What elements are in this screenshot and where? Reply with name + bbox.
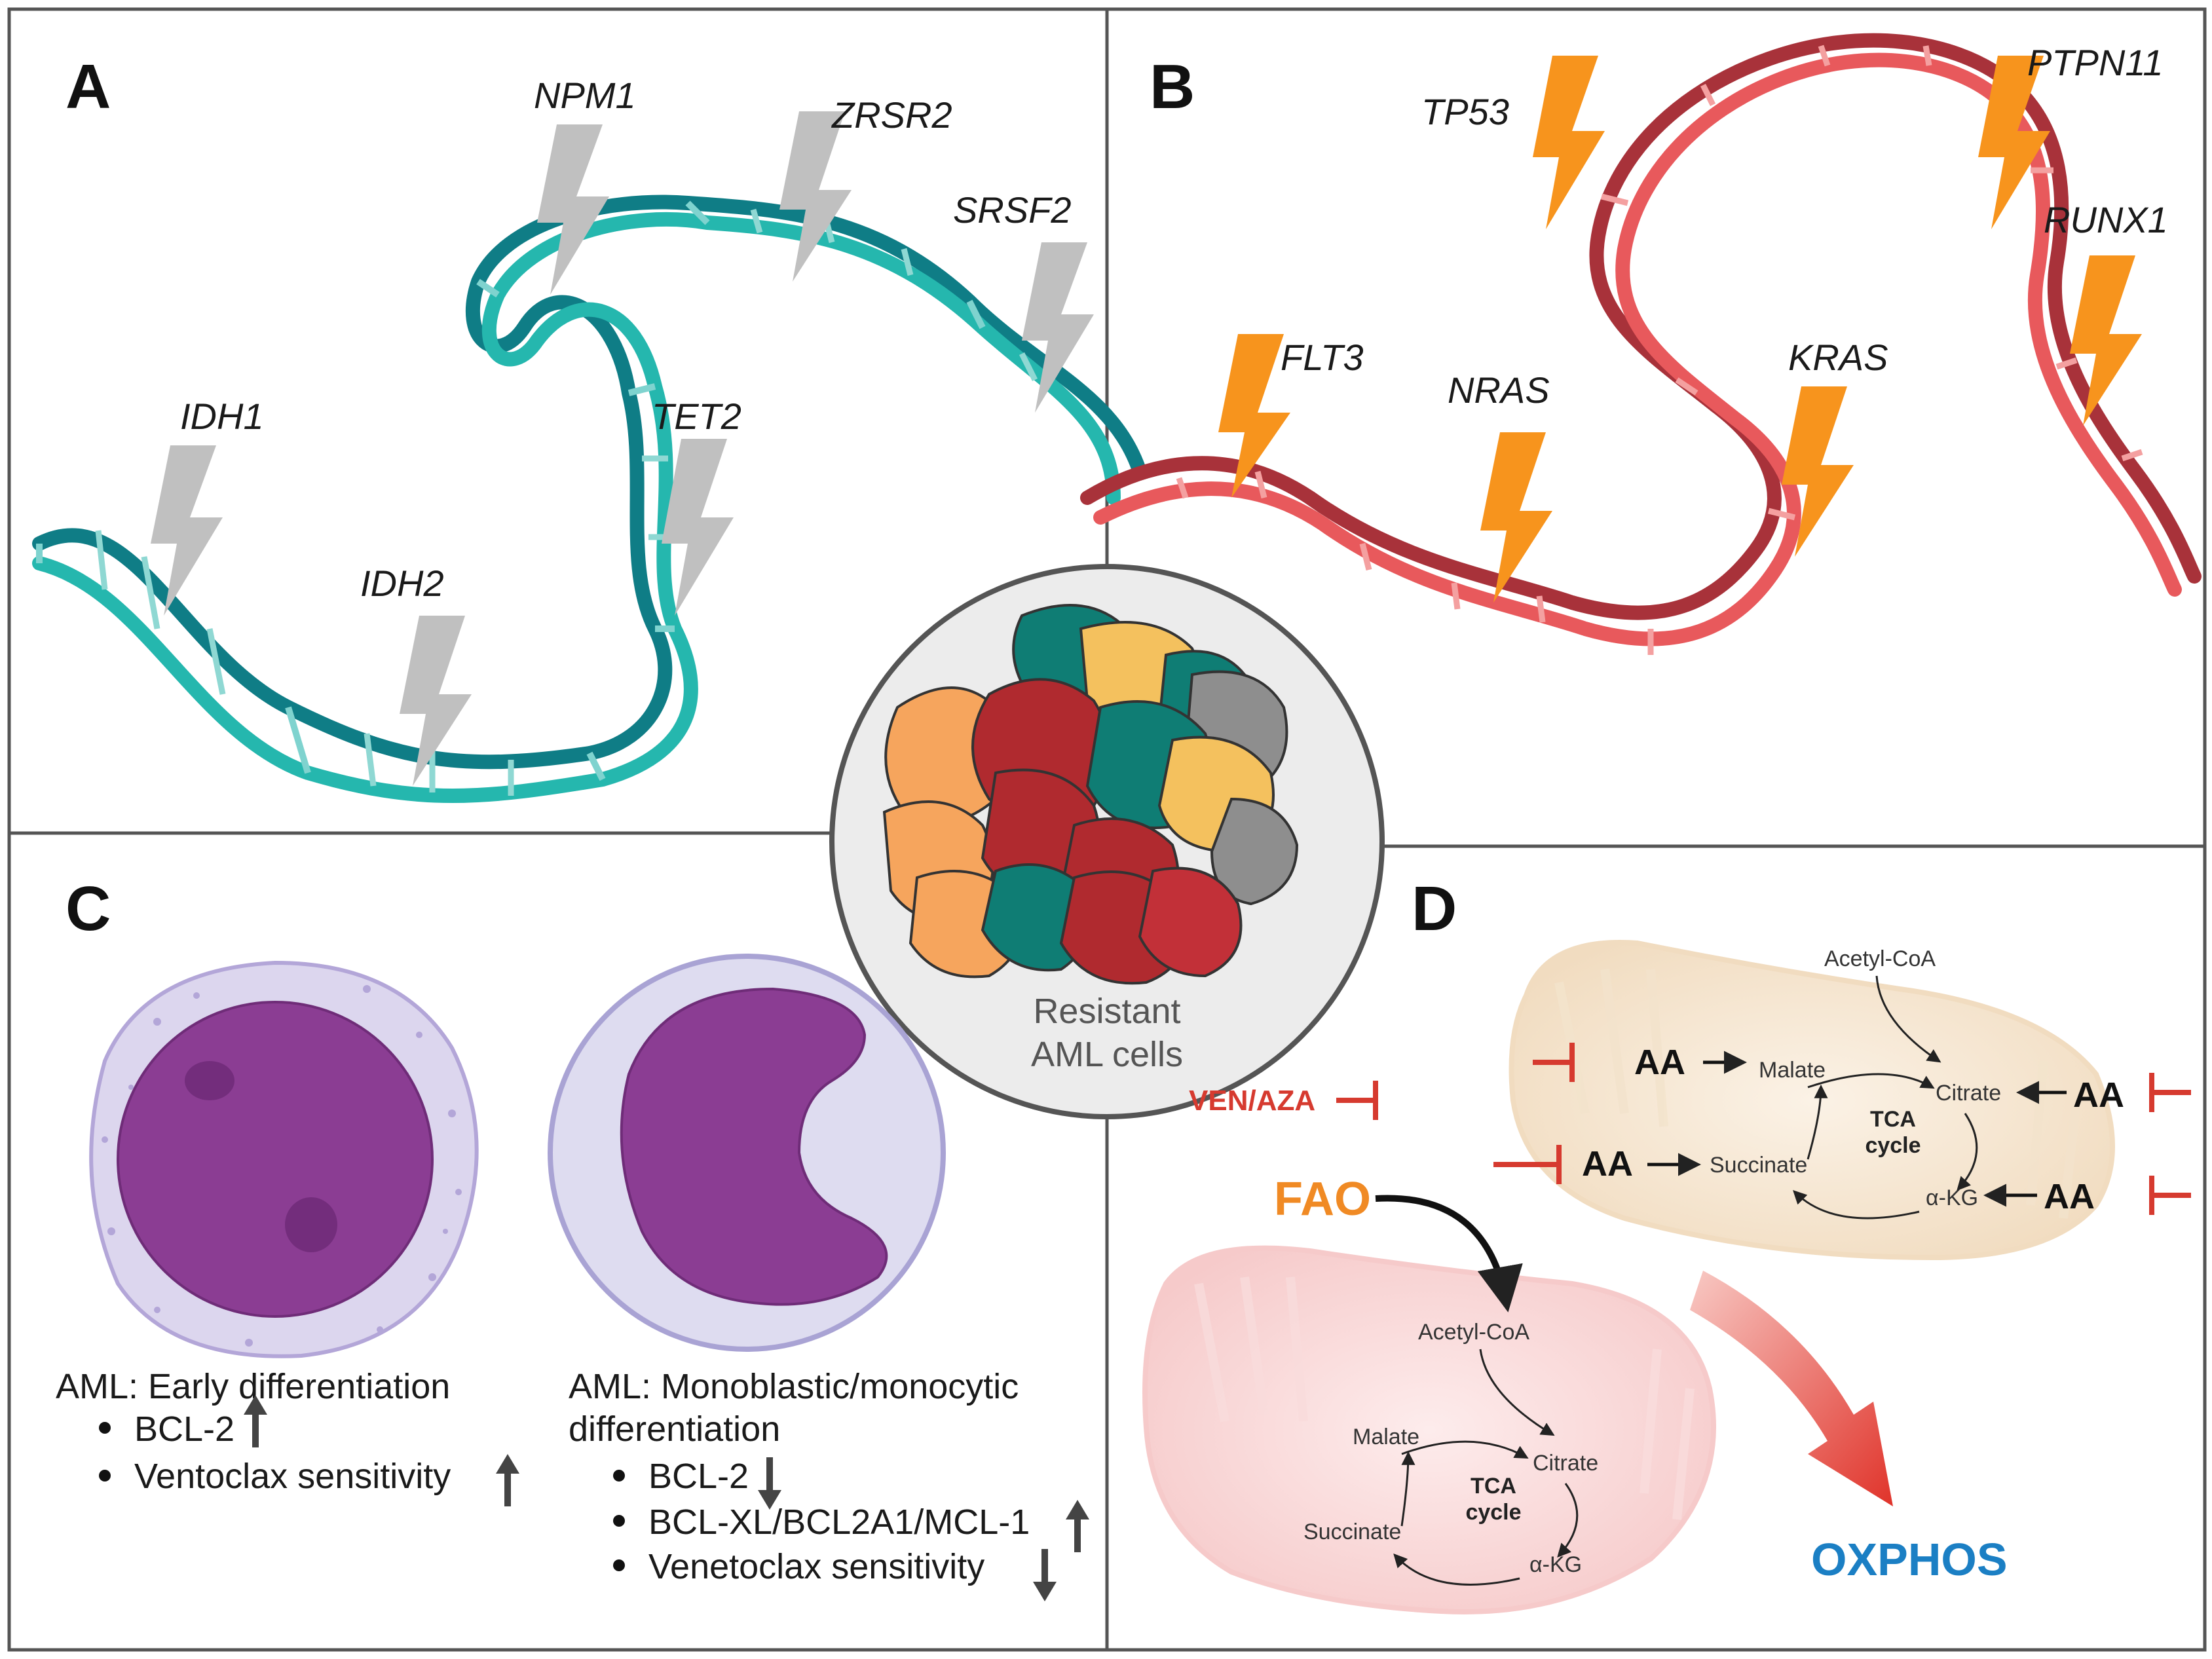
aa-nodes: AA AA AA AA [1582, 1043, 2124, 1216]
aa-succinate: AA [1582, 1144, 1633, 1184]
dna-strand-red [1080, 33, 2202, 655]
gene-label-kras: KRAS [1788, 337, 1888, 378]
bottom-tca-label: TCA [1471, 1474, 1516, 1499]
mono-bullet-bcl2: BCL-2 [648, 1457, 749, 1496]
aa-akg: AA [2044, 1177, 2095, 1216]
tca-cycle-bottom: Acetyl-CoA Malate Citrate Succinate α-KG… [1303, 1320, 1598, 1586]
panel-letter-b: B [1150, 52, 1195, 122]
top-succinate: Succinate [1710, 1153, 1807, 1178]
tca-cycle-top: Acetyl-CoA Malate Citrate Succinate α-KG… [1710, 946, 2001, 1220]
gene-label-zrsr2: ZRSR2 [831, 94, 952, 136]
center-label-line1: Resistant [1033, 992, 1180, 1031]
gene-label-idh1: IDH1 [180, 396, 264, 437]
orange-mutation-bolts [1218, 56, 2142, 603]
gene-label-nras: NRAS [1448, 369, 1550, 411]
gene-label-runx1: RUNX1 [2044, 199, 2168, 240]
top-acetyl-coa: Acetyl-CoA [1824, 946, 1936, 971]
aml-cell-cluster [882, 604, 1299, 985]
mono-bullet-sensitivity: Venetoclax sensitivity [648, 1547, 984, 1586]
mitochondrion-bottom [1142, 1245, 1716, 1614]
gene-label-flt3: FLT3 [1281, 337, 1364, 378]
resistant-aml-cells: Resistant AML cells [829, 564, 1385, 1119]
fao-label: FAO [1274, 1173, 1371, 1225]
gene-label-ptpn11: PTPN11 [2027, 42, 2163, 83]
mono-bullet-bclxl: BCL-XL/BCL2A1/MCL-1 [648, 1502, 1030, 1542]
monocytic-differentiation-text: AML: Monoblastic/monocytic differentiati… [569, 1367, 1089, 1601]
bottom-cycle-label: cycle [1465, 1500, 1521, 1525]
gene-label-idh2: IDH2 [360, 563, 444, 604]
mono-title-line2: differentiation [569, 1409, 780, 1449]
panel-letter-d: D [1412, 874, 1457, 944]
early-bullet-bcl2: BCL-2 [134, 1409, 234, 1449]
gene-label-tp53: TP53 [1421, 91, 1509, 132]
aa-citrate: AA [2073, 1075, 2124, 1115]
mono-title-line1: AML: Monoblastic/monocytic [569, 1367, 1019, 1406]
gray-mutation-bolts [151, 111, 1094, 786]
mitochondrion-top [1509, 940, 2115, 1261]
oxphos-arrow [1690, 1271, 1893, 1506]
panel-letter-a: A [66, 52, 111, 122]
top-akg: α-KG [1926, 1185, 1978, 1210]
gene-label-npm1: NPM1 [534, 75, 636, 116]
top-citrate: Citrate [1936, 1081, 2001, 1106]
panel-letter-c: C [66, 874, 111, 944]
fao-arrow [1375, 1195, 1523, 1313]
dna-strand-teal [32, 195, 1147, 803]
center-label-line2: AML cells [1031, 1035, 1183, 1074]
early-differentiation-cell [89, 960, 479, 1358]
aa-inhibit-icons [1493, 1043, 2191, 1215]
early-differentiation-text: AML: Early differentiation BCL-2 Ventocl… [56, 1367, 519, 1506]
oxphos-label: OXPHOS [1811, 1534, 2008, 1585]
bottom-acetyl-coa: Acetyl-CoA [1418, 1320, 1529, 1345]
gene-label-srsf2: SRSF2 [953, 189, 1072, 231]
bottom-akg: α-KG [1529, 1552, 1582, 1577]
top-cycle-label: cycle [1865, 1133, 1921, 1158]
monocytic-cell [548, 954, 946, 1352]
top-tca-label: TCA [1870, 1107, 1916, 1132]
arrow-up-icon [244, 1395, 519, 1506]
bottom-succinate: Succinate [1303, 1519, 1401, 1544]
gene-label-tet2: TET2 [652, 396, 741, 437]
ven-aza-label: VEN/AZA [1189, 1085, 1315, 1117]
bottom-malate: Malate [1353, 1425, 1419, 1449]
early-bullet-sensitivity: Ventoclax sensitivity [134, 1457, 451, 1496]
ven-aza-inhibit-icon [1336, 1081, 1378, 1120]
bottom-citrate: Citrate [1533, 1451, 1598, 1476]
top-malate: Malate [1759, 1058, 1826, 1083]
arrow-indicator-icons [758, 1457, 1089, 1601]
aa-malate: AA [1634, 1043, 1685, 1082]
